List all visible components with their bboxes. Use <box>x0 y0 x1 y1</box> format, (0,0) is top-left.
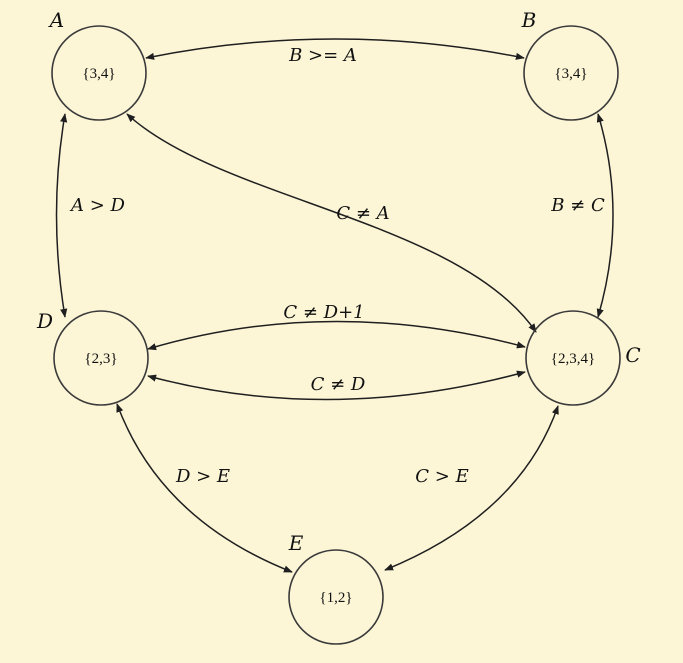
node-e-domain: {1,2} <box>319 590 352 606</box>
node-d-name: D <box>36 309 53 333</box>
edge-label-a-b: B >= A <box>288 45 357 66</box>
node-c-domain: {2,3,4} <box>551 351 595 367</box>
node-c: {2,3,4} C <box>525 310 641 406</box>
edge-label-d-c-lower: C ≠ D <box>311 374 366 395</box>
node-d-domain: {2,3} <box>84 351 117 367</box>
node-e-name: E <box>288 531 304 555</box>
edge-a-d <box>55 113 68 318</box>
edge-label-c-e: C > E <box>415 466 468 487</box>
edge-a-b <box>145 38 525 60</box>
edge-label-d-e: D > E <box>175 466 230 487</box>
node-e: {1,2} E <box>288 531 384 645</box>
edge-d-e <box>116 403 293 573</box>
node-c-name: C <box>625 343 640 367</box>
edge-b-c <box>596 113 614 318</box>
edge-a-c <box>126 113 537 333</box>
edge-label-d-c-upper: C ≠ D+1 <box>283 302 364 323</box>
node-b-name: B <box>521 8 537 32</box>
node-a-name: A <box>48 8 64 32</box>
edge-c-e <box>384 405 559 571</box>
edge-label-a-d: A > D <box>69 195 126 216</box>
node-a-domain: {3,4} <box>82 66 115 82</box>
edge-d-c-lower <box>147 370 526 401</box>
node-b-domain: {3,4} <box>554 66 587 82</box>
edge-label-a-c: C ≠ A <box>336 203 389 224</box>
node-a: {3,4} A <box>48 8 147 121</box>
node-b: {3,4} B <box>521 8 619 121</box>
edge-label-b-c: B ≠ C <box>550 195 605 216</box>
node-d: {2,3} D <box>36 309 149 406</box>
edge-d-c-upper <box>147 320 526 351</box>
